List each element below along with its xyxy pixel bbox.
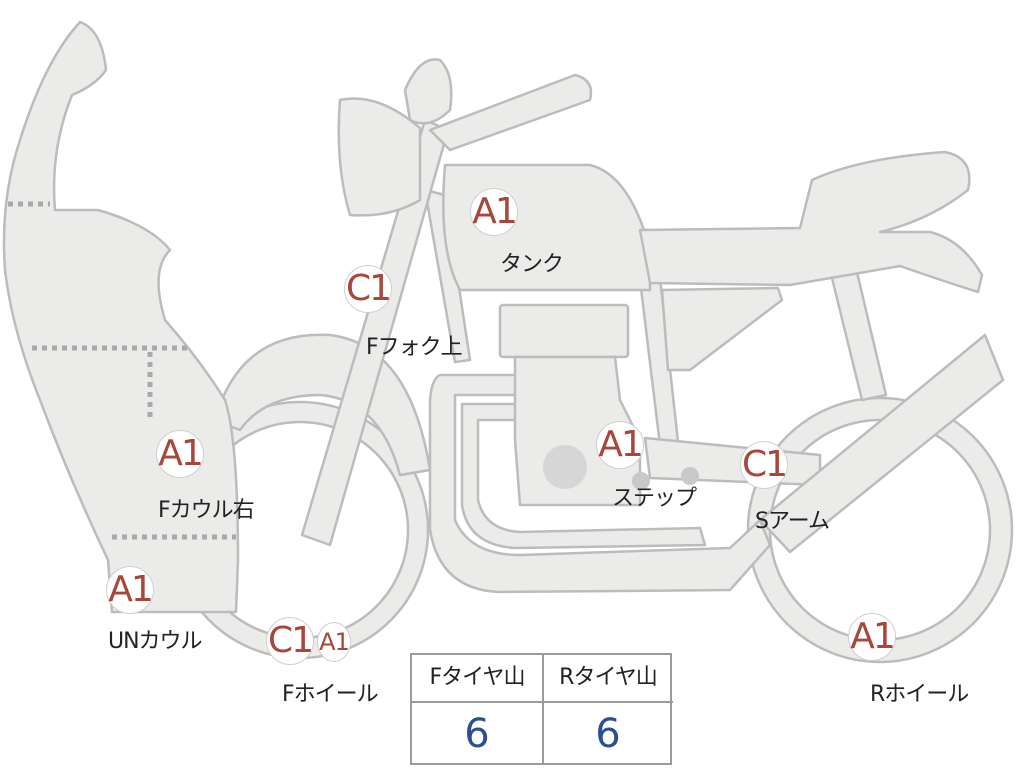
headlight-shape [337,97,422,217]
tank-grade-badge: A1 [470,188,518,236]
step-grade-badge: A1 [596,421,644,469]
tank-label: タンク [500,252,564,277]
rear-tire-column: Rタイヤ山 6 [543,655,673,763]
f-wheel-secondary-grade-badge: A1 [317,622,351,662]
un-cowl-label: UNカウル [108,629,203,654]
s-arm-label: Sアーム [755,509,830,534]
swingarm-diagonal-shape [758,333,1005,554]
f-cowl-right-grade-badge: A1 [156,430,204,478]
r-wheel-grade-badge: A1 [848,613,896,661]
rear-shock-shape [828,266,888,402]
frame-shape [423,188,472,364]
seat-shape [638,150,984,294]
front-tire-column: Fタイヤ山 6 [412,655,544,763]
handlebar-shape [428,73,593,152]
un-cowl-grade-badge: A1 [106,566,154,614]
f-fork-upper-grade-badge: C1 [344,265,392,313]
panel-seams [8,201,236,540]
step-label: ステップ [612,486,697,511]
mirror-shape [403,58,453,125]
front-tire-value: 6 [464,711,490,757]
rear-tire-header: Rタイヤ山 [543,655,673,703]
r-wheel-label: Rホイール [870,682,969,707]
rear-tire-value: 6 [595,711,621,757]
front-tire-header: Fタイヤ山 [412,655,542,703]
f-wheel-grade-badge: C1 [266,617,314,665]
f-wheel-label: Fホイール [282,682,379,707]
s-arm-grade-badge: C1 [740,441,788,489]
engine-cylinder-shape [498,303,630,359]
exhaust-pipe-shape [428,373,772,594]
exhaust-inner-shape [460,402,707,550]
tire-depth-table: Fタイヤ山 6 Rタイヤ山 6 [410,653,673,765]
f-fork-upper-label: Fフォク上 [366,335,463,360]
side-panel-shape [660,286,784,372]
f-cowl-right-label: Fカウル右 [158,498,255,523]
